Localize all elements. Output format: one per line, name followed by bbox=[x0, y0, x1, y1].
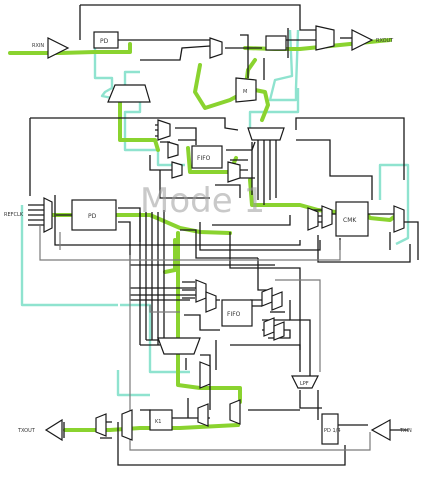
label-k-block: K1 bbox=[155, 419, 161, 425]
gray-wires bbox=[39, 226, 371, 451]
label-top-right-output: RXOUT bbox=[376, 38, 394, 44]
mux-m-block bbox=[235, 77, 257, 103]
green-paths bbox=[8, 38, 400, 432]
mux-right-3 bbox=[393, 205, 405, 233]
selector-bottom bbox=[157, 337, 201, 355]
cmk-block bbox=[335, 201, 369, 237]
label-bottom-left-output: TXOUT bbox=[17, 428, 36, 434]
label-refclk: REFCLK bbox=[4, 212, 24, 218]
pd-block-top bbox=[93, 31, 119, 49]
label-cmk: CMK bbox=[343, 217, 357, 224]
mux-lower-6 bbox=[273, 321, 285, 341]
mux-bottom-left-1 bbox=[95, 413, 107, 437]
label-top-left-input: RXIN bbox=[32, 43, 44, 49]
mux-bottom-left-2 bbox=[121, 409, 133, 441]
mux-upper-left-1 bbox=[157, 119, 171, 141]
label-top-pd: PD bbox=[100, 38, 109, 45]
mux-bottom-mid bbox=[197, 403, 209, 427]
output-buffer-top bbox=[351, 29, 374, 51]
input-buffer-bottom bbox=[370, 418, 391, 442]
mux-upper-left-3 bbox=[171, 161, 183, 179]
mux-top-center bbox=[209, 37, 223, 59]
label-left-pd: PD bbox=[88, 213, 97, 220]
label-lpf: LPF bbox=[300, 381, 309, 387]
label-pd-14: PD 1/4 bbox=[324, 428, 341, 434]
cyan-paths bbox=[20, 29, 410, 397]
mux-right-2 bbox=[321, 205, 333, 229]
mux-lower-3 bbox=[261, 287, 273, 307]
mux-top-right bbox=[315, 25, 335, 51]
mux-right-1 bbox=[307, 207, 319, 231]
label-mux-m: M bbox=[243, 89, 247, 95]
label-fifo-bottom: FIFO bbox=[227, 311, 241, 318]
mux-upper-left-2 bbox=[167, 141, 179, 159]
pd-14-block bbox=[321, 413, 339, 445]
mode-watermark: Mode 1 bbox=[140, 181, 265, 221]
mux-upper-right bbox=[247, 127, 285, 141]
input-buffer-top bbox=[47, 37, 70, 59]
pd-block-left bbox=[71, 199, 117, 231]
blocks bbox=[43, 25, 405, 445]
labels: RXIN PD RXOUT M REFCLK PD FIFO FIFO CMK … bbox=[4, 38, 412, 434]
mux-lower-4 bbox=[271, 291, 283, 311]
mux-refclk bbox=[43, 197, 53, 233]
label-fifo-top: FIFO bbox=[197, 155, 211, 162]
lpf-block bbox=[291, 375, 319, 389]
output-buffer-bottom bbox=[44, 418, 63, 442]
mux-lower-7 bbox=[199, 361, 211, 389]
latch-top-right bbox=[265, 35, 287, 51]
k-block bbox=[149, 409, 173, 431]
mux-lower-1 bbox=[195, 279, 207, 303]
fifo-top-block bbox=[191, 145, 223, 169]
label-bottom-right-input: TXIN bbox=[399, 428, 412, 434]
selector-top-left bbox=[107, 84, 151, 103]
mux-lower-2 bbox=[205, 291, 217, 313]
fifo-bottom-block bbox=[221, 299, 253, 327]
mux-upper-mid bbox=[227, 161, 241, 183]
mux-bottom-mid-2 bbox=[229, 399, 241, 425]
mux-lower-5 bbox=[263, 317, 275, 337]
